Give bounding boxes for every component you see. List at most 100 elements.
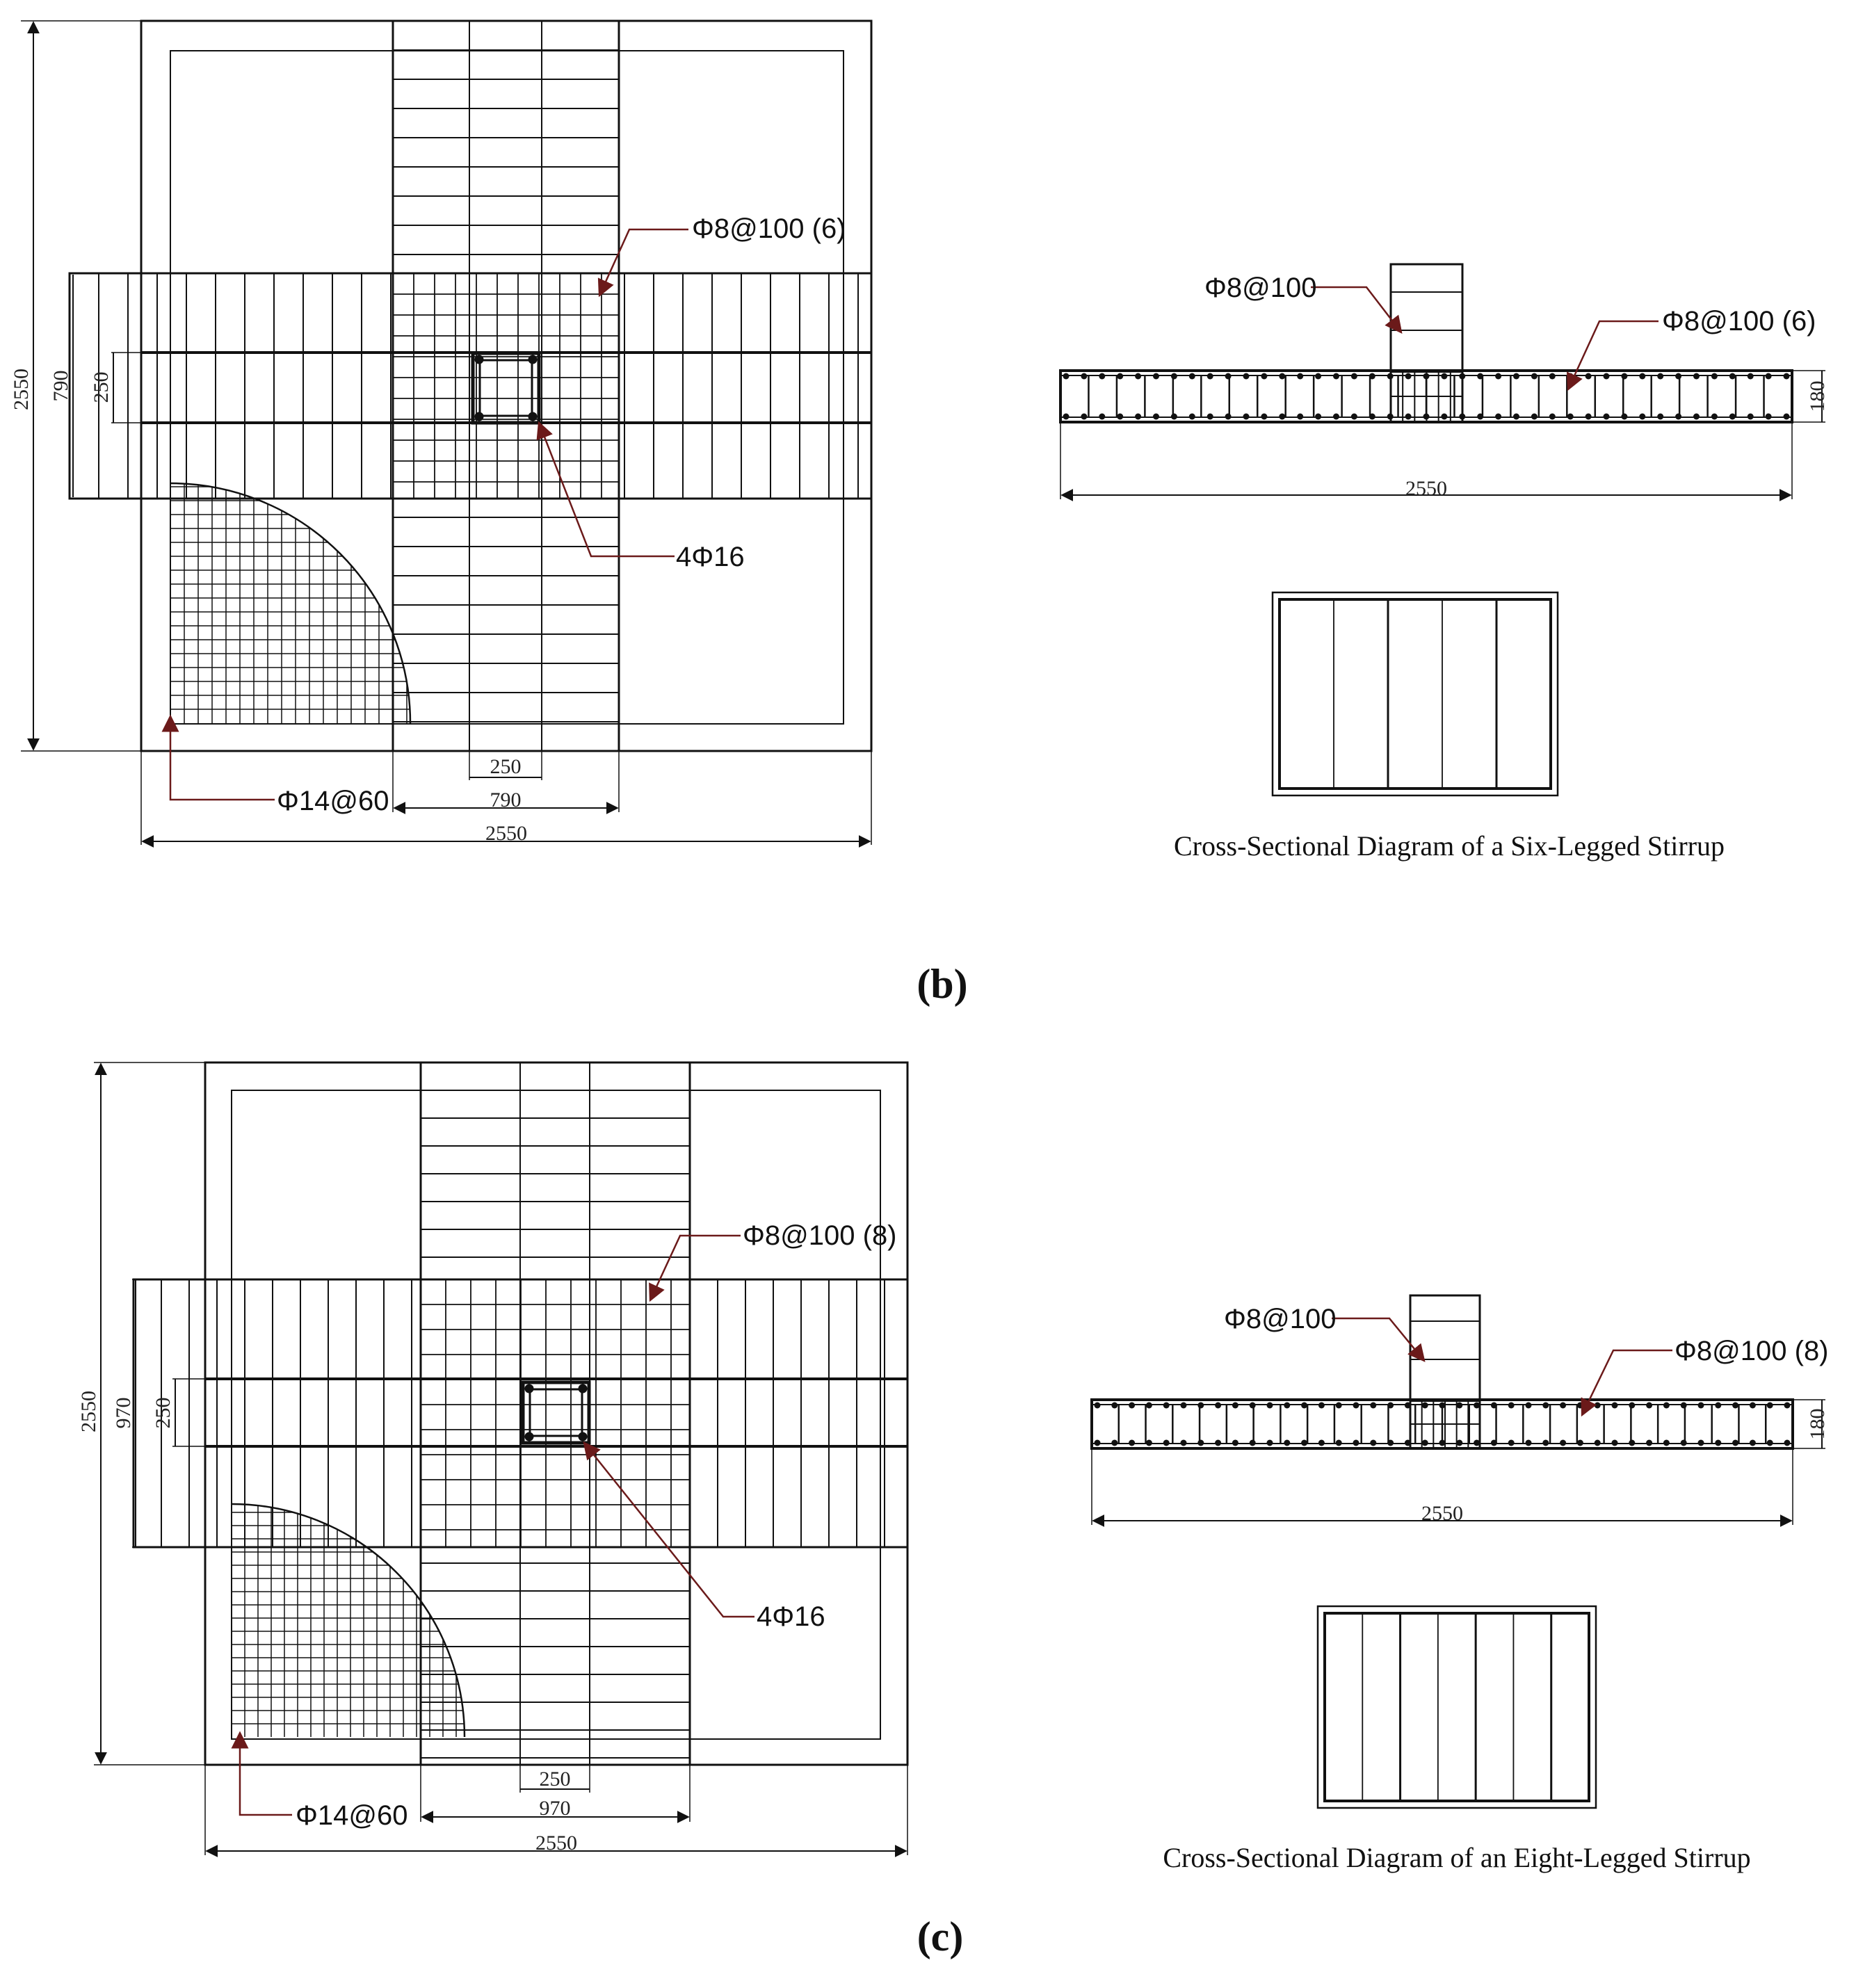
longitudinal-bar [1766, 1439, 1773, 1446]
longitudinal-bar [1784, 1439, 1791, 1446]
longitudinal-bar [1215, 1439, 1222, 1446]
longitudinal-bar [1732, 1402, 1739, 1409]
longitudinal-bar [1439, 1439, 1446, 1446]
stirrup-diagram-b-legs [1333, 599, 1498, 789]
longitudinal-bar [1279, 373, 1286, 380]
longitudinal-bar [1542, 1402, 1549, 1409]
longitudinal-bar [1747, 373, 1754, 380]
longitudinal-bar [1576, 1439, 1583, 1446]
column-b-stirrup [478, 359, 533, 417]
longitudinal-bar [1099, 413, 1106, 420]
longitudinal-bar [1243, 413, 1250, 420]
plan-b [21, 19, 873, 848]
longitudinal-bar [1697, 1439, 1704, 1446]
longitudinal-bar [1732, 1439, 1739, 1446]
longitudinal-bar [1657, 413, 1664, 420]
column-b-bar [528, 412, 538, 421]
longitudinal-bar [1513, 373, 1519, 380]
column-b-bar [474, 355, 484, 364]
longitudinal-bar [1170, 373, 1177, 380]
longitudinal-bar [1766, 1402, 1773, 1409]
longitudinal-bar [1783, 373, 1790, 380]
longitudinal-bar [1353, 1402, 1359, 1409]
beam-vertical-outline [419, 1061, 691, 1766]
longitudinal-bar [1163, 1439, 1170, 1446]
longitudinal-bar [1474, 1402, 1480, 1409]
longitudinal-bar [1261, 373, 1268, 380]
longitudinal-bar [1387, 1439, 1394, 1446]
longitudinal-bar [1495, 373, 1502, 380]
dim-c-side: 2550 [77, 1391, 100, 1432]
leader-b-colbars [536, 421, 675, 558]
dim-b-sec-length: 2550 [1405, 477, 1447, 500]
longitudinal-bar [1318, 1402, 1325, 1409]
longitudinal-bar [1135, 413, 1142, 420]
longitudinal-bar [1594, 1439, 1601, 1446]
section-b [1059, 263, 1825, 797]
longitudinal-bar [1350, 373, 1357, 380]
longitudinal-bar [1594, 1402, 1601, 1409]
longitudinal-bar [1693, 373, 1700, 380]
longitudinal-bar [1585, 373, 1592, 380]
longitudinal-bar [1441, 413, 1448, 420]
longitudinal-bar [1783, 413, 1790, 420]
longitudinal-bar [1639, 413, 1646, 420]
section-c-longitudinal-bars [1094, 1402, 1791, 1446]
longitudinal-bar [1439, 1402, 1446, 1409]
section-c-text: Φ8@100 Φ8@100 (8) 2550 180 Cross-Section… [1163, 1304, 1829, 1873]
section-b-longitudinal-bars [1063, 373, 1790, 420]
stirrup-diagram-c-legs [1362, 1613, 1553, 1801]
dim-b-sec-height: 180 [1806, 381, 1829, 412]
longitudinal-bar [1749, 1402, 1756, 1409]
longitudinal-bar [1715, 1402, 1722, 1409]
longitudinal-bar [1117, 373, 1124, 380]
longitudinal-bar [1129, 1402, 1136, 1409]
longitudinal-bar [1456, 1439, 1463, 1446]
longitudinal-bar [1749, 1439, 1756, 1446]
beam-core-horizontal [140, 352, 872, 423]
longitudinal-bar [1301, 1439, 1308, 1446]
column-c-bar [578, 1384, 588, 1393]
longitudinal-bar [1333, 413, 1339, 420]
stirrup-diagram-c-outer [1316, 1605, 1597, 1809]
longitudinal-bar [1094, 1402, 1101, 1409]
longitudinal-bar [1207, 373, 1213, 380]
longitudinal-bar [1232, 1439, 1238, 1446]
longitudinal-bar [1657, 373, 1664, 380]
beam-vertical-outline [392, 19, 620, 752]
longitudinal-bar [1663, 1439, 1670, 1446]
leader-c-slab [231, 1731, 292, 1816]
label-c-beamstirrup: Φ8@100 (8) [1675, 1336, 1829, 1366]
plan-c-bars [132, 1061, 909, 1766]
caption-b-stirrup: Cross-Sectional Diagram of a Six-Legged … [1174, 830, 1725, 862]
plan-b-text: 2550 790 250 250 790 2550 Φ8@100 (6) 4Φ1… [10, 213, 846, 845]
longitudinal-bar [1261, 413, 1268, 420]
longitudinal-bar [1549, 413, 1556, 420]
label-c-colbars: 4Φ16 [757, 1601, 825, 1632]
longitudinal-bar [1729, 373, 1736, 380]
longitudinal-bar [1232, 1402, 1238, 1409]
longitudinal-bar [1335, 1402, 1342, 1409]
longitudinal-bar [1180, 1402, 1187, 1409]
longitudinal-bar [1297, 413, 1304, 420]
longitudinal-bar [1508, 1439, 1515, 1446]
leader-c-colbars [583, 1441, 754, 1618]
section-c-stirrup-legs [1117, 1405, 1767, 1444]
column-c-bar [578, 1432, 588, 1441]
longitudinal-bar [1542, 1439, 1549, 1446]
label-b-colbars: 4Φ16 [676, 542, 745, 572]
longitudinal-bar [1369, 413, 1375, 420]
longitudinal-bar [1188, 373, 1195, 380]
longitudinal-bar [1513, 413, 1519, 420]
dim-b-col: 250 [90, 372, 113, 403]
longitudinal-bar [1284, 1439, 1291, 1446]
longitudinal-bar [1153, 373, 1159, 380]
longitudinal-bar [1715, 1439, 1722, 1446]
longitudinal-bar [1474, 1439, 1480, 1446]
dim-b-beamh: 790 [490, 789, 522, 811]
footing-outline-b [140, 19, 873, 752]
longitudinal-bar [1697, 1402, 1704, 1409]
longitudinal-bar [1207, 413, 1213, 420]
dim-b-side: 2550 [10, 369, 33, 410]
